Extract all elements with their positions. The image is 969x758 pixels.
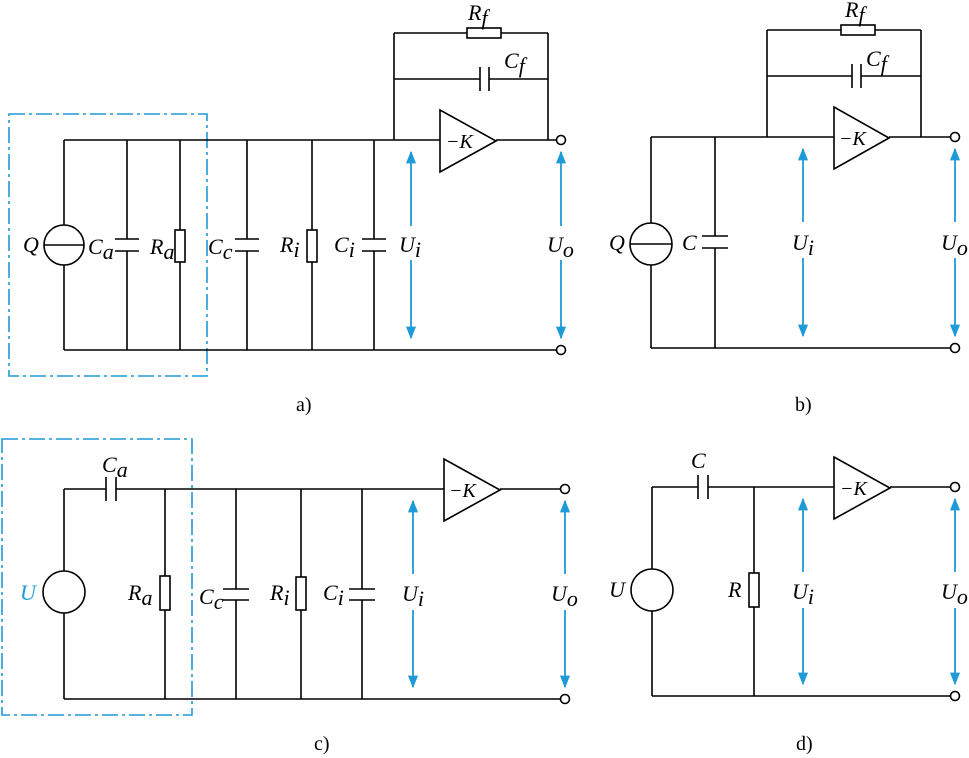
label-R: R	[727, 577, 742, 602]
caption-c: c)	[314, 733, 330, 755]
output-terminal	[555, 134, 567, 146]
output-terminal	[949, 342, 961, 354]
label-Rf: Rf	[467, 0, 490, 30]
voltage-source-icon	[42, 570, 86, 614]
resistor-Ri-icon	[306, 229, 318, 263]
capacitor-Ca-icon	[105, 477, 117, 501]
gain-label: −K	[446, 131, 474, 153]
label-Q: Q	[23, 232, 39, 257]
label-Ui: Ui	[792, 579, 814, 609]
label-Ci: Ci	[323, 580, 344, 610]
resistor-Ra-icon	[174, 229, 186, 263]
resistor-Ra-icon	[159, 575, 171, 611]
output-terminal	[555, 344, 567, 356]
label-Uo: Uo	[551, 581, 578, 611]
label-Ca: Ca	[88, 234, 114, 264]
label-U: U	[20, 580, 38, 605]
label-Ra: Ra	[149, 234, 174, 264]
circuit-b: Q C Rf Cf −K Ui Uo b)	[609, 0, 969, 416]
capacitor-C-icon	[702, 235, 728, 249]
label-Q: Q	[609, 230, 625, 255]
caption-b: b)	[795, 394, 812, 416]
caption-d: d)	[796, 733, 813, 755]
output-terminal	[949, 690, 961, 702]
label-Ui: Ui	[792, 230, 814, 260]
output-terminal	[559, 693, 571, 705]
gain-label: −K	[839, 128, 867, 150]
label-Uo: Uo	[941, 579, 968, 609]
voltage-source-icon	[630, 568, 674, 612]
output-terminal	[949, 131, 961, 143]
label-Uo: Uo	[547, 232, 574, 262]
label-Ri: Ri	[269, 580, 290, 610]
circuit-c: Ca U Ra Cc Ri Ci −K Ui Uo	[1, 438, 582, 755]
capacitor-Cc-icon	[223, 588, 249, 601]
label-Cf: Cf	[866, 46, 890, 76]
amplifier-icon	[833, 105, 891, 171]
label-Ca: Ca	[102, 452, 128, 482]
label-Ui: Ui	[399, 232, 421, 262]
capacitor-Ca-icon	[115, 238, 139, 252]
output-terminal	[559, 483, 571, 495]
gain-label: −K	[840, 478, 868, 500]
capacitor-Cf-icon	[479, 67, 490, 91]
charge-source-icon	[629, 222, 673, 266]
label-C: C	[691, 448, 706, 473]
label-Ra: Ra	[127, 580, 152, 610]
charge-source-icon	[43, 224, 85, 266]
label-U: U	[609, 577, 627, 602]
label-Cf: Cf	[504, 48, 528, 78]
label-Cc: Cc	[208, 234, 233, 264]
amplifier-icon	[439, 108, 498, 174]
circuit-d: C U R −K Ui Uo d)	[609, 448, 969, 755]
resistor-Ri-icon	[295, 576, 307, 611]
label-C: C	[682, 230, 697, 255]
label-Uo: Uo	[941, 230, 968, 260]
label-Ri: Ri	[279, 232, 300, 262]
sensor-box-c	[1, 438, 193, 716]
label-Ui: Ui	[402, 581, 424, 611]
output-terminal	[949, 481, 961, 493]
gain-label: −K	[449, 480, 477, 502]
caption-a: a)	[296, 394, 312, 416]
label-Cc: Cc	[199, 584, 224, 614]
capacitor-Ci-icon	[349, 588, 375, 601]
sensor-box-a	[8, 113, 208, 377]
circuit-a: Q Ca Ra Cc Ri Ci Rf Cf	[8, 0, 579, 416]
resistor-R-icon	[748, 572, 760, 608]
label-Rf: Rf	[844, 0, 867, 27]
capacitor-Ci-icon	[362, 238, 386, 252]
amplifier-icon	[833, 455, 892, 521]
capacitor-Cf-icon	[851, 64, 862, 88]
label-Ci: Ci	[334, 232, 355, 262]
amplifier-icon	[443, 457, 502, 523]
capacitor-C-icon	[697, 475, 709, 499]
capacitor-Cc-icon	[235, 238, 259, 252]
